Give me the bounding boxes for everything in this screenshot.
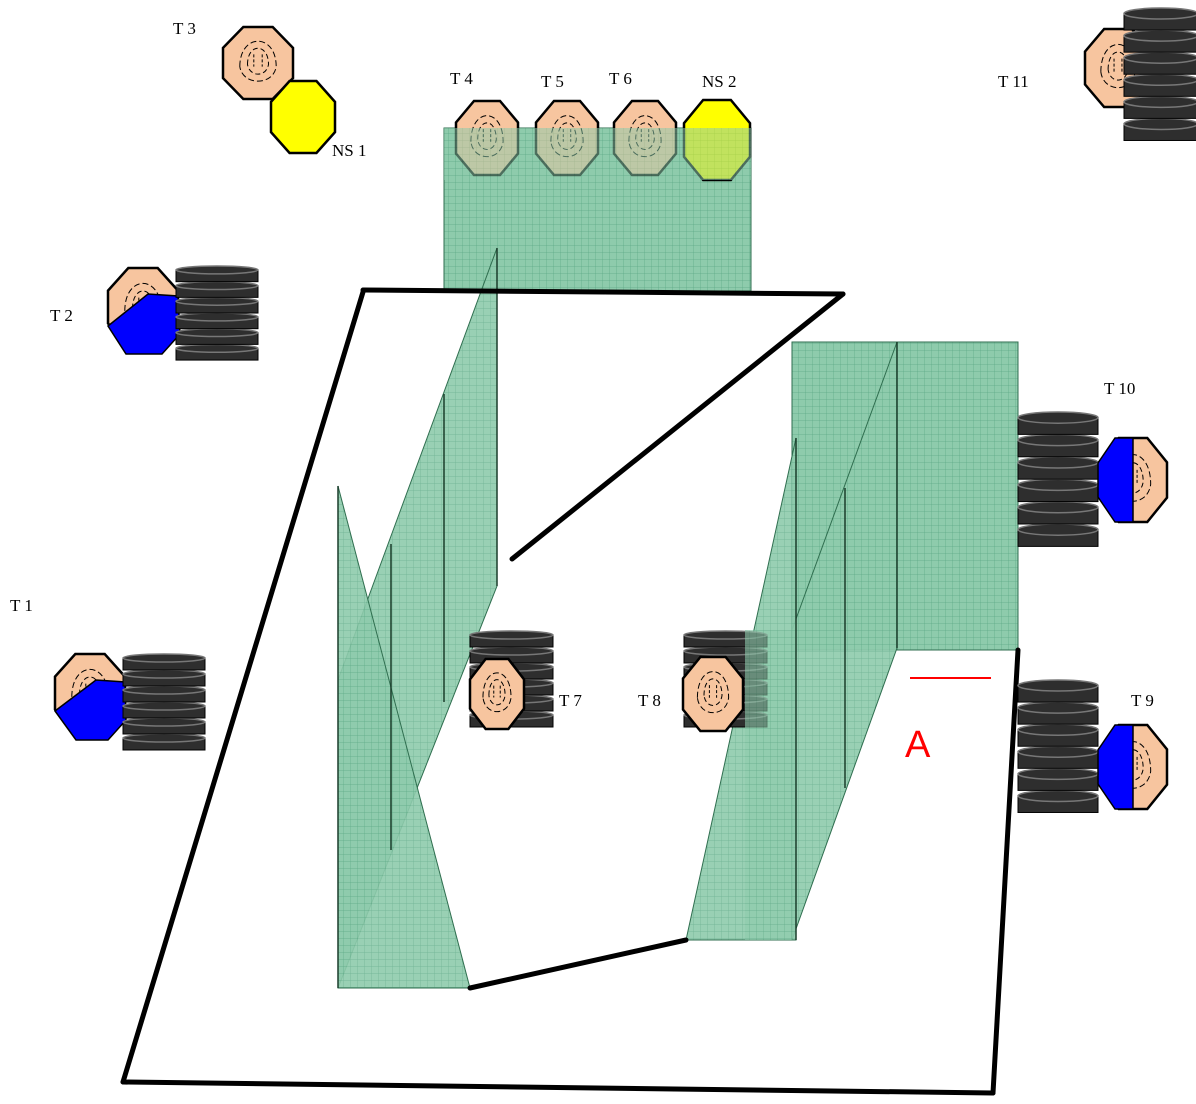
floor-outline <box>120 287 1021 1096</box>
shield-t9-icon <box>1097 724 1134 810</box>
label-t9: T 9 <box>1131 691 1154 710</box>
label-t10: T 10 <box>1104 379 1136 398</box>
top-wall-overlay <box>444 128 751 180</box>
database-t10-icon <box>1017 411 1099 547</box>
label-t5: T 5 <box>541 72 564 91</box>
person-t7-icon <box>468 657 526 731</box>
database-t2-icon <box>175 265 259 361</box>
label-t8: T 8 <box>638 691 661 710</box>
label-t3: T 3 <box>173 19 196 38</box>
label-ns1: NS 1 <box>332 141 367 160</box>
shield-t10-icon <box>1097 437 1134 523</box>
label-t6: T 6 <box>609 69 632 88</box>
right-wall-overlay <box>745 630 792 940</box>
person-t8-icon <box>681 655 745 733</box>
label-t4: T 4 <box>450 69 473 88</box>
label-t11: T 11 <box>998 72 1029 91</box>
label-area-a: A <box>905 724 931 766</box>
database-t1-icon <box>122 653 206 751</box>
database-t11-icon <box>1123 7 1196 141</box>
label-t7: T 7 <box>559 691 582 710</box>
ns1-yellow-icon <box>269 79 337 155</box>
database-t9-icon <box>1017 679 1099 813</box>
label-t2: T 2 <box>50 306 73 325</box>
label-t1: T 1 <box>10 596 33 615</box>
label-ns2: NS 2 <box>702 72 737 91</box>
